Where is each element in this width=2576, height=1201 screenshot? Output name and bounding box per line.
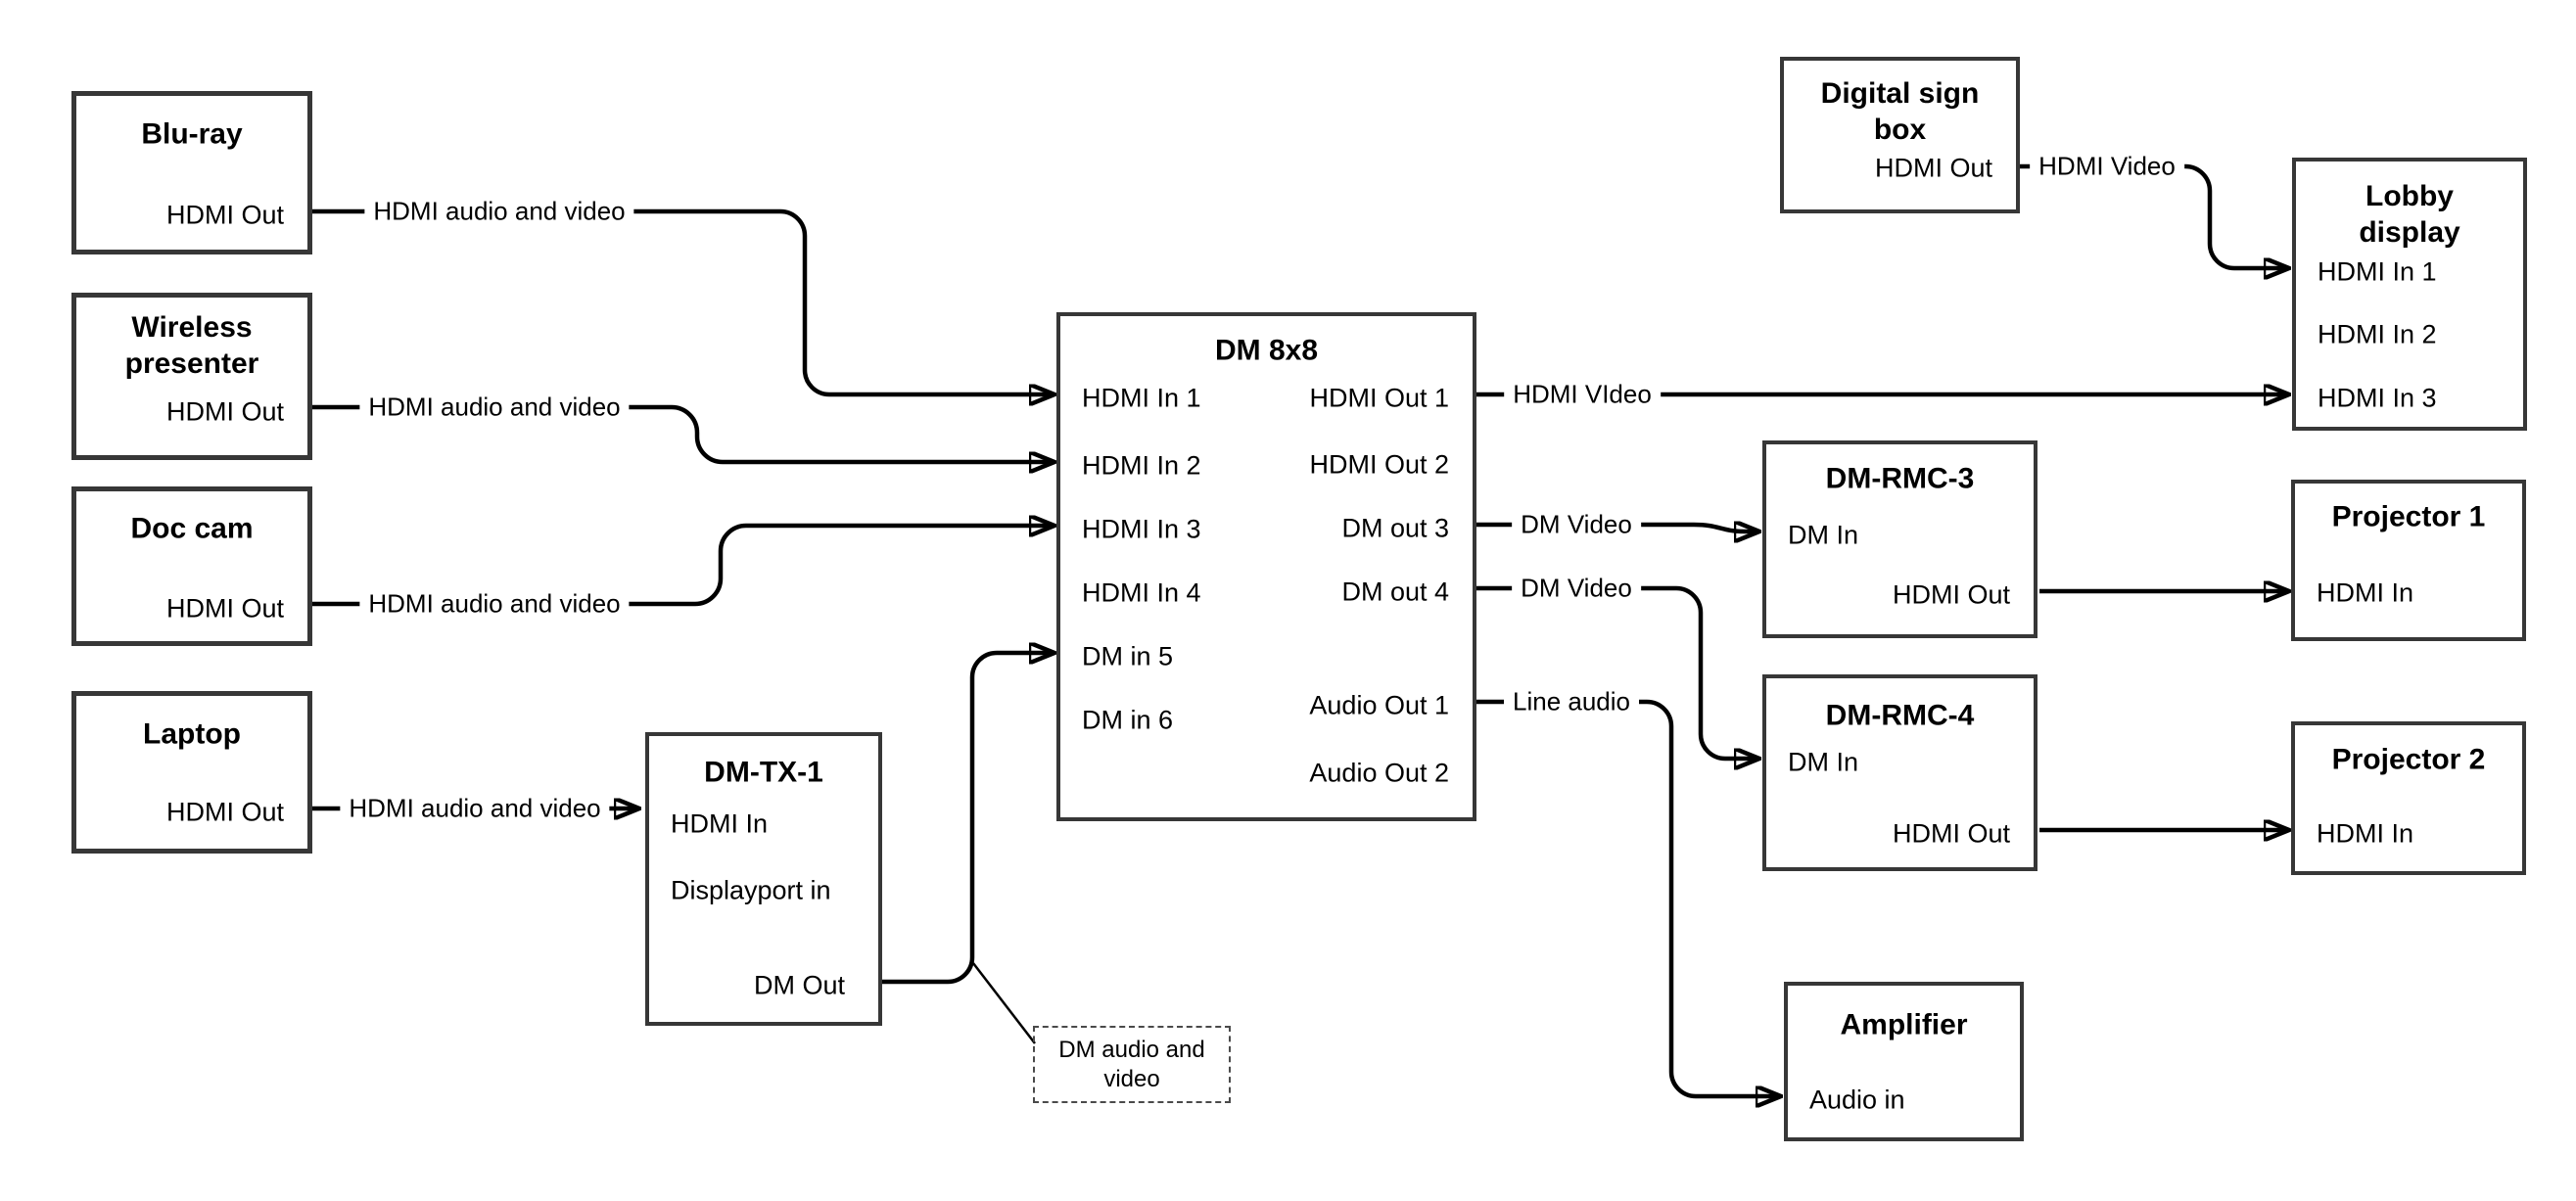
node-doc-cam-title: Doc cam: [130, 512, 254, 545]
node-dm-rmc-4-title: DM-RMC-4: [1825, 699, 1975, 732]
node-lobby-title-line1: Lobby: [2365, 180, 2454, 212]
port-dm8x8-hdmi-in-1: HDMI In 1: [1082, 383, 1201, 413]
edge-dm8x8-out3-to-rmc3: [1475, 525, 1757, 531]
port-wireless-hdmi-out: HDMI Out: [165, 396, 284, 427]
port-rmc3-dm-in: DM In: [1788, 520, 1859, 550]
port-amplifier-audio-in: Audio in: [1809, 1085, 1905, 1115]
port-dm8x8-hdmi-in-2: HDMI In 2: [1082, 450, 1201, 481]
edge-label-laptop: HDMI audio and video: [340, 791, 610, 826]
port-lobby-hdmi-in-2: HDMI In 2: [2318, 319, 2437, 349]
node-bluray: Blu-ray HDMI Out: [71, 91, 312, 254]
node-lobby-display: Lobby display HDMI In 1 HDMI In 2 HDMI In…: [2292, 158, 2527, 431]
node-amplifier-title: Amplifier: [1840, 1008, 1968, 1041]
node-doc-cam: Doc cam HDMI Out: [71, 486, 312, 646]
edge-doccam-to-dm8x8-in3: [310, 526, 1053, 607]
edge-label-bluray: HDMI audio and video: [364, 194, 634, 229]
node-wireless-title-line1: Wireless: [131, 311, 253, 344]
edge-label-doccam: HDMI audio and video: [359, 586, 630, 622]
port-laptop-hdmi-out: HDMI Out: [165, 797, 284, 827]
node-projector-1: Projector 1 HDMI In: [2291, 480, 2526, 641]
port-dm8x8-dm-out-3: DM out 3: [1341, 513, 1449, 543]
port-dm8x8-dm-in-5: DM in 5: [1082, 641, 1174, 671]
node-lobby-title-line2: display: [2359, 216, 2460, 249]
port-rmc3-hdmi-out: HDMI Out: [1892, 579, 2010, 610]
port-lobby-hdmi-in-1: HDMI In 1: [2318, 256, 2437, 287]
edge-label-dm-video-out4: DM Video: [1512, 571, 1641, 606]
node-bluray-title: Blu-ray: [141, 117, 243, 151]
port-dmtx1-displayport-in: Displayport in: [671, 875, 831, 905]
node-dm-rmc-3-title: DM-RMC-3: [1825, 462, 1975, 495]
port-dm8x8-hdmi-out-2: HDMI Out 2: [1309, 449, 1449, 480]
node-dm-rmc-3: DM-RMC-3 DM In HDMI Out: [1762, 440, 2037, 638]
port-proj1-hdmi-in: HDMI In: [2317, 577, 2414, 608]
port-proj2-hdmi-in: HDMI In: [2317, 818, 2414, 849]
edge-sign-to-lobby-in1: [2018, 163, 2287, 268]
edge-label-line-audio: Line audio: [1504, 684, 1639, 719]
port-bluray-hdmi-out: HDMI Out: [165, 200, 284, 230]
edge-dmtx1-to-dm8x8-in5: [880, 653, 1053, 985]
port-sign-hdmi-out: HDMI Out: [1874, 153, 1992, 183]
node-dm-8x8: DM 8x8 HDMI In 1 HDMI In 2 HDMI In 3 HDM…: [1056, 312, 1476, 821]
edge-dm8x8-out4-to-rmc4: [1475, 585, 1757, 759]
port-dm8x8-audio-out-1: Audio Out 1: [1309, 690, 1449, 720]
edge-wireless-to-dm8x8-in2: [310, 404, 1053, 462]
edge-label-dm-video-out3: DM Video: [1512, 507, 1641, 542]
node-projector-2-title: Projector 2: [2331, 743, 2486, 776]
port-dm8x8-hdmi-in-3: HDMI In 3: [1082, 514, 1201, 544]
port-dm8x8-hdmi-out-1: HDMI Out 1: [1309, 383, 1449, 413]
node-laptop-title: Laptop: [143, 717, 241, 751]
port-dmtx1-dm-out: DM Out: [753, 970, 845, 1000]
edge-label-hdmi-video-sign: HDMI Video: [2030, 149, 2184, 184]
node-dm-tx-1-title: DM-TX-1: [704, 756, 823, 789]
edge-label-wireless: HDMI audio and video: [359, 390, 630, 425]
node-wireless-title-line2: presenter: [124, 347, 259, 380]
node-dm-tx-1: DM-TX-1 HDMI In Displayport in DM Out: [645, 732, 882, 1026]
callout-leader-line: [972, 962, 1036, 1044]
port-dm8x8-hdmi-in-4: HDMI In 4: [1082, 577, 1201, 608]
edge-label-hdmi-video-out1: HDMI VIdeo: [1504, 377, 1661, 412]
port-lobby-hdmi-in-3: HDMI In 3: [2318, 383, 2437, 413]
node-digital-sign-box: Digital sign box HDMI Out: [1780, 57, 2020, 213]
port-dm8x8-dm-out-4: DM out 4: [1341, 577, 1449, 607]
port-dmtx1-hdmi-in: HDMI In: [671, 808, 769, 839]
node-sign-title-line2: box: [1873, 114, 1927, 146]
node-dm-8x8-title: DM 8x8: [1214, 334, 1319, 367]
edge-bluray-to-dm8x8-in1: [310, 208, 1053, 394]
node-projector-2: Projector 2 HDMI In: [2291, 721, 2526, 875]
node-amplifier: Amplifier Audio in: [1784, 982, 2024, 1141]
node-sign-title-line1: Digital sign: [1820, 77, 1980, 110]
edge-dm8x8-aout1-to-amplifier: [1475, 699, 1779, 1096]
port-doccam-hdmi-out: HDMI Out: [165, 593, 284, 624]
port-dm8x8-dm-in-6: DM in 6: [1082, 705, 1174, 735]
node-projector-1-title: Projector 1: [2331, 500, 2486, 533]
port-rmc4-dm-in: DM In: [1788, 747, 1859, 777]
port-dm8x8-audio-out-2: Audio Out 2: [1309, 758, 1449, 788]
node-laptop: Laptop HDMI Out: [71, 691, 312, 854]
port-rmc4-hdmi-out: HDMI Out: [1892, 818, 2010, 849]
callout-line1: DM audio and: [1058, 1036, 1205, 1063]
callout-line2: video: [1103, 1065, 1160, 1092]
node-dm-rmc-4: DM-RMC-4 DM In HDMI Out: [1762, 674, 2037, 871]
